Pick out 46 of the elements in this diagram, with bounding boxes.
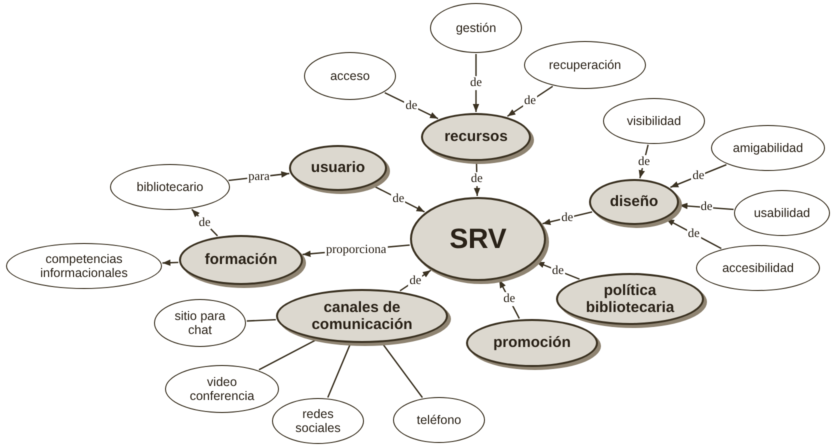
concept-label: acceso [330, 68, 370, 84]
edge-label: de [692, 169, 706, 183]
connector-arrow [162, 260, 178, 266]
concept-label: teléfono [416, 412, 462, 428]
concept-label: redes sociales [294, 406, 342, 436]
concept-label: gestión [456, 20, 496, 36]
edge-label: de [404, 98, 418, 113]
concept-label: usabilidad [754, 206, 810, 220]
concept-label: canales de comunicación [310, 298, 414, 334]
concept-label: sitio para chat [174, 308, 226, 338]
concept-ellipse [556, 273, 704, 325]
edge-label: de [408, 274, 422, 288]
concept-label: usuario [310, 159, 366, 177]
concept-label: diseño [610, 193, 658, 211]
concept-ellipse [289, 145, 387, 191]
concept-ellipse [589, 179, 679, 225]
connector-arrow [679, 202, 734, 210]
connector-arrow [472, 54, 480, 112]
edge-label: de [392, 192, 406, 206]
edge-label: de [686, 226, 701, 241]
sub-concept-ellipse [272, 398, 364, 444]
concept-label: recursos [444, 128, 508, 146]
concept-label: política bibliotecaria [584, 282, 676, 316]
edge-label: de [502, 292, 516, 306]
concept-label: bibliotecario [136, 180, 204, 194]
edge-label: de [470, 172, 484, 186]
edge-label: de [637, 154, 651, 168]
concept-label: promoción [493, 334, 571, 352]
edge-label: de [523, 94, 537, 108]
concept-label: video conferencia [188, 374, 256, 404]
edge-label: de [550, 264, 565, 278]
edge-label: proporciona [324, 242, 388, 257]
edge-label: de [198, 216, 212, 230]
connector-arrow [384, 92, 438, 120]
connector-arrow [474, 162, 480, 196]
concept-label: accesibilidad [722, 260, 794, 276]
concept-label: SRV [449, 222, 507, 256]
sub-concept-ellipse [165, 365, 279, 413]
concept-ellipse [466, 319, 598, 367]
concept-label: competencias informacionales [39, 252, 129, 280]
concept-label: visibilidad [626, 114, 682, 128]
connector-arrow [638, 144, 649, 178]
concept-label: formación [204, 251, 278, 269]
concept-label: amigabilidad [732, 140, 804, 156]
edge-label: de [469, 76, 483, 90]
concept-label: recuperación [548, 58, 622, 72]
